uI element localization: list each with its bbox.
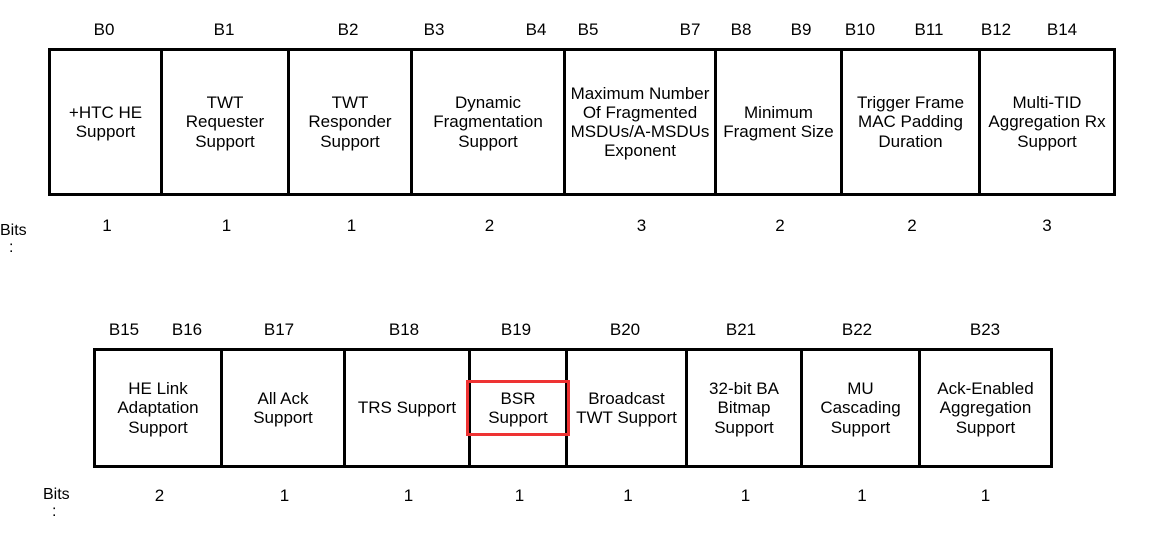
bit-index-labels-row-1: B0 B1 B2 B3 B4 B5 B7 B8 B9 B10 B11 B12 B14: [0, 18, 1150, 42]
bitfield-cell-label: TRS Support: [357, 398, 457, 418]
bit-index-label: B7: [679, 20, 701, 39]
bitfield-cell-label: 32-bit BA Bitmap Support: [709, 379, 779, 437]
bitfield-cell: 32-bit BA Bitmap Support: [688, 351, 803, 465]
bit-width-label: 1: [279, 486, 290, 505]
bit-index-label: B2: [337, 20, 359, 39]
bitfield-cell-label: +HTC HE Support: [68, 102, 143, 141]
bit-index-label: B18: [388, 320, 420, 339]
bitfield-cell: TWT Responder Support: [290, 51, 413, 193]
bit-width-label: 1: [980, 486, 991, 505]
bit-width-label: 1: [857, 486, 867, 505]
bit-index-label: B12: [980, 20, 1012, 39]
bit-width-label: 1: [102, 216, 112, 235]
bit-width-labels-row-1: 1 1 1 2 3 2 2 3: [0, 213, 1150, 239]
bit-index-label: B21: [725, 320, 757, 339]
bits-caption-colon: :: [9, 239, 14, 256]
field-table-row-1: +HTC HE Support TWT Requester Support TWT …: [48, 48, 1116, 196]
bit-index-label: B8: [730, 20, 752, 39]
bitfield-cell-label: TWT Responder Support: [308, 93, 392, 151]
bitfield-cell: +HTC HE Support: [51, 51, 163, 193]
bitfield-cell: Ack-Enabled Aggregation Support: [921, 351, 1050, 465]
bitfield-cell: Multi-TID Aggregation Rx Support: [981, 51, 1113, 193]
bit-index-label: B19: [500, 320, 532, 339]
bit-width-label: 3: [636, 216, 647, 235]
bit-index-label: B5: [577, 20, 599, 39]
bitfield-cell-label: BSR Support: [466, 379, 570, 437]
bit-width-label: 2: [484, 216, 495, 235]
bitfield-cell-label: Minimum Fragment Size: [723, 102, 834, 141]
bit-width-label: 1: [514, 486, 525, 505]
bitfield-cell: Maximum Number Of Fragmented MSDUs/A-MSD…: [566, 51, 717, 193]
bit-index-label: B22: [841, 320, 873, 339]
bitfield-cell-label: MU Cascading Support: [820, 379, 901, 437]
bit-index-label: B15: [108, 320, 140, 339]
bitfield-cell: Dynamic Fragmentation Support: [413, 51, 566, 193]
bit-width-label: 2: [775, 216, 785, 235]
bitfield-cell-label: All Ack Support: [253, 388, 313, 427]
bit-width-label: 1: [221, 216, 232, 235]
bit-index-label: B3: [423, 20, 445, 39]
bitfield-cell: All Ack Support: [223, 351, 346, 465]
bitfield-cell-label: TWT Requester Support: [185, 93, 265, 151]
bitfield-cell: Trigger Frame MAC Padding Duration: [843, 51, 981, 193]
bitfield-cell-label: Maximum Number Of Fragmented MSDUs/A-MSD…: [570, 83, 710, 161]
bitfield-cell-label: Ack-Enabled Aggregation Support: [937, 379, 1034, 437]
bit-index-label: B23: [969, 320, 1001, 339]
bit-index-label: B20: [609, 320, 641, 339]
bit-index-label: B16: [171, 320, 203, 339]
bits-caption-row-2: Bits :: [43, 486, 70, 520]
bit-index-label: B9: [790, 20, 812, 39]
bitfield-cell: Broadcast TWT Support: [568, 351, 688, 465]
field-table-row-2: HE Link Adaptation Support All Ack Suppor…: [93, 348, 1053, 468]
bitfield-cell: MU Cascading Support: [803, 351, 921, 465]
bits-caption-word: Bits: [0, 222, 27, 239]
bit-width-label: 1: [623, 486, 633, 505]
bit-width-label: 2: [907, 216, 917, 235]
bitfield-cell: HE Link Adaptation Support: [96, 351, 223, 465]
bitfield-cell-label: HE Link Adaptation Support: [117, 379, 199, 437]
bits-caption-row-1: Bits :: [0, 222, 27, 256]
bit-index-label: B10: [844, 20, 876, 39]
bitfield-cell: TWT Requester Support: [163, 51, 290, 193]
bit-width-label: 1: [346, 216, 357, 235]
bit-width-label: 2: [154, 486, 165, 505]
bit-width-label: 1: [740, 486, 751, 505]
bit-width-label: 1: [403, 486, 414, 505]
bit-index-label: B14: [1046, 20, 1078, 39]
bitfield-cell-label: Multi-TID Aggregation Rx Support: [988, 93, 1106, 151]
bitfield-cell: Minimum Fragment Size: [717, 51, 843, 193]
bit-index-label: B0: [93, 20, 115, 39]
bit-index-label: B1: [213, 20, 235, 39]
bit-index-label: B4: [525, 20, 547, 39]
bits-caption-colon: :: [52, 503, 57, 520]
bitfield-cell: TRS Support: [346, 351, 471, 465]
bit-index-label: B11: [914, 20, 944, 39]
bitfield-cell-label: Trigger Frame MAC Padding Duration: [856, 93, 965, 151]
bitfield-cell-label: Broadcast TWT Support: [576, 388, 677, 427]
bits-caption-word: Bits: [43, 486, 70, 503]
bit-width-label: 3: [1042, 216, 1052, 235]
bit-width-labels-row-2: 2 1 1 1 1 1 1 1: [0, 483, 1150, 509]
bitfield-cell: BSR Support: [466, 351, 570, 465]
bit-index-labels-row-2: B15 B16 B17 B18 B19 B20 B21 B22 B23: [0, 318, 1150, 342]
bitfield-cell-label: Dynamic Fragmentation Support: [433, 93, 543, 151]
bit-index-label: B17: [263, 320, 295, 339]
